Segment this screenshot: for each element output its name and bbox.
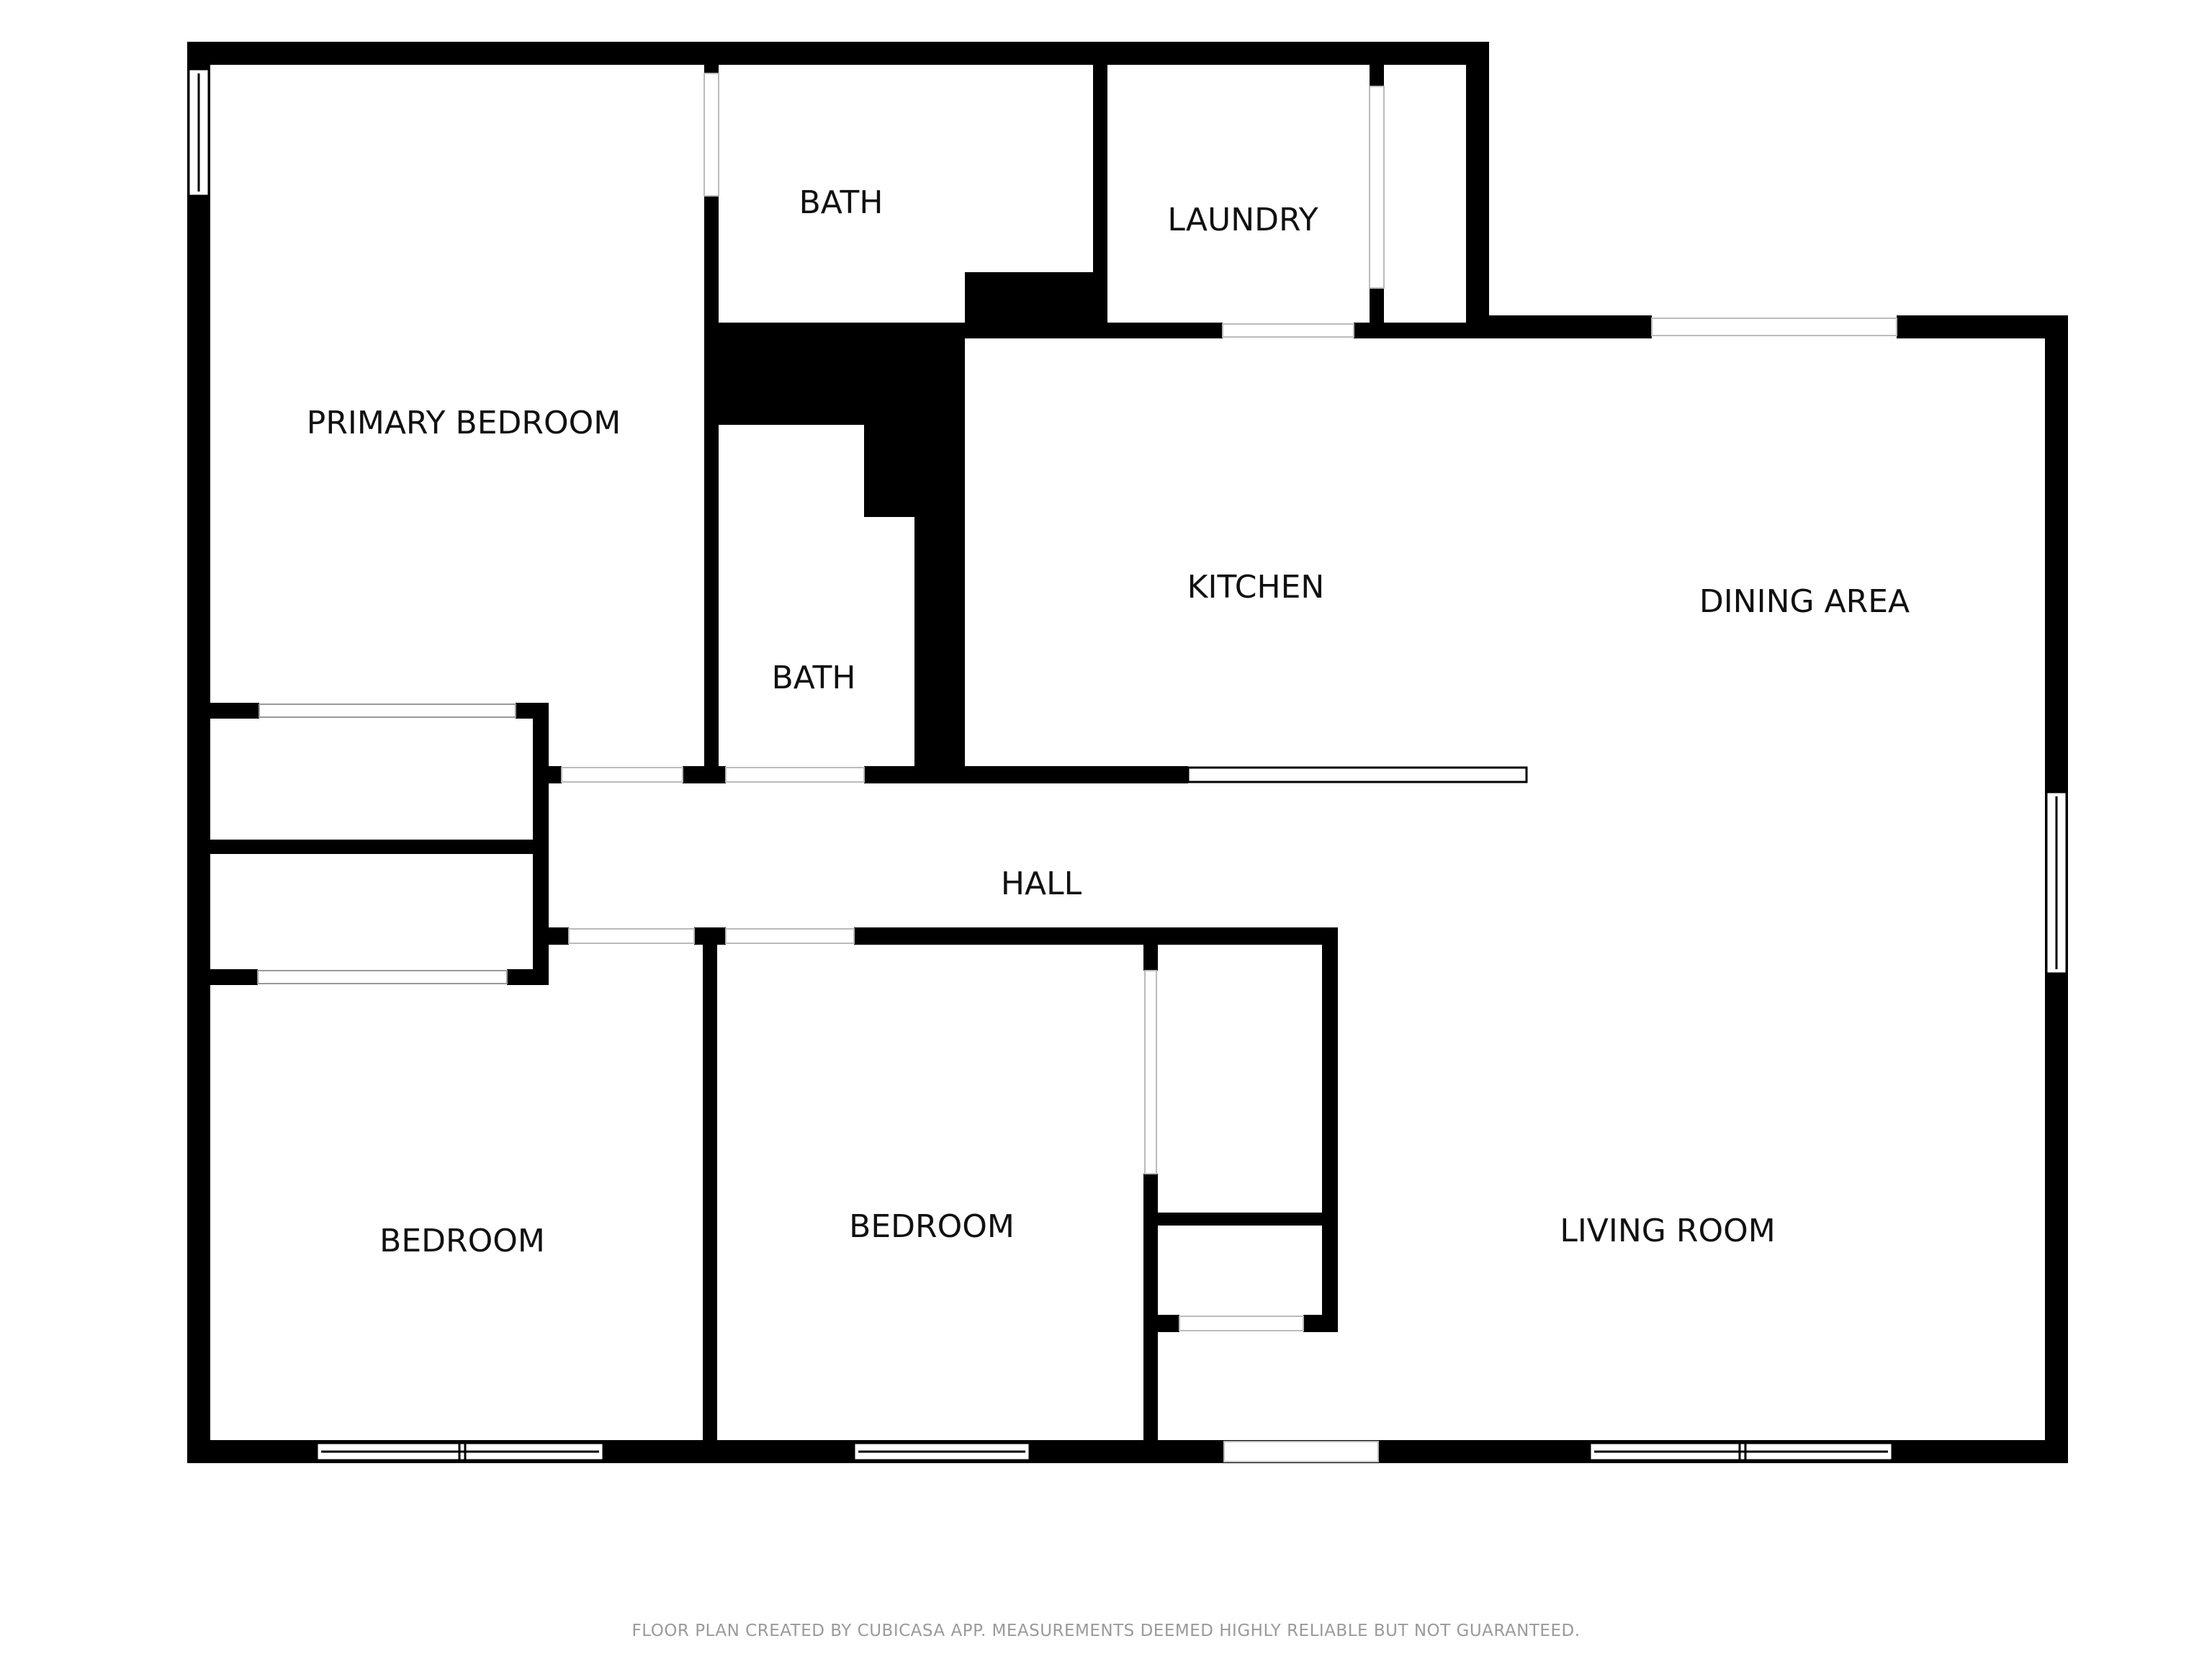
label-laundry: LAUNDRY — [1167, 202, 1318, 238]
room-fills — [719, 65, 961, 766]
label-bedroom-left: BEDROOM — [379, 1223, 545, 1259]
door-openings — [561, 73, 1897, 1462]
disclaimer-footer: FLOOR PLAN CREATED BY CUBICASA APP. MEAS… — [631, 1622, 1581, 1640]
label-primary-bedroom: PRIMARY BEDROOM — [307, 405, 621, 441]
label-kitchen: KITCHEN — [1187, 569, 1325, 606]
closet-doors — [257, 703, 516, 984]
label-bedroom-middle: BEDROOM — [849, 1208, 1015, 1245]
label-bath-lower: BATH — [772, 660, 856, 696]
windows — [187, 68, 2068, 1462]
label-bath-top: BATH — [799, 184, 884, 221]
label-dining-area: DINING AREA — [1699, 583, 1910, 620]
label-living-room: LIVING ROOM — [1560, 1213, 1775, 1249]
label-hall: HALL — [1001, 866, 1082, 902]
room-labels: PRIMARY BEDROOM BATH LAUNDRY KITCHEN DIN… — [307, 184, 1910, 1259]
kitchen-counter — [1187, 766, 1528, 783]
interior-walls — [210, 65, 1469, 1455]
